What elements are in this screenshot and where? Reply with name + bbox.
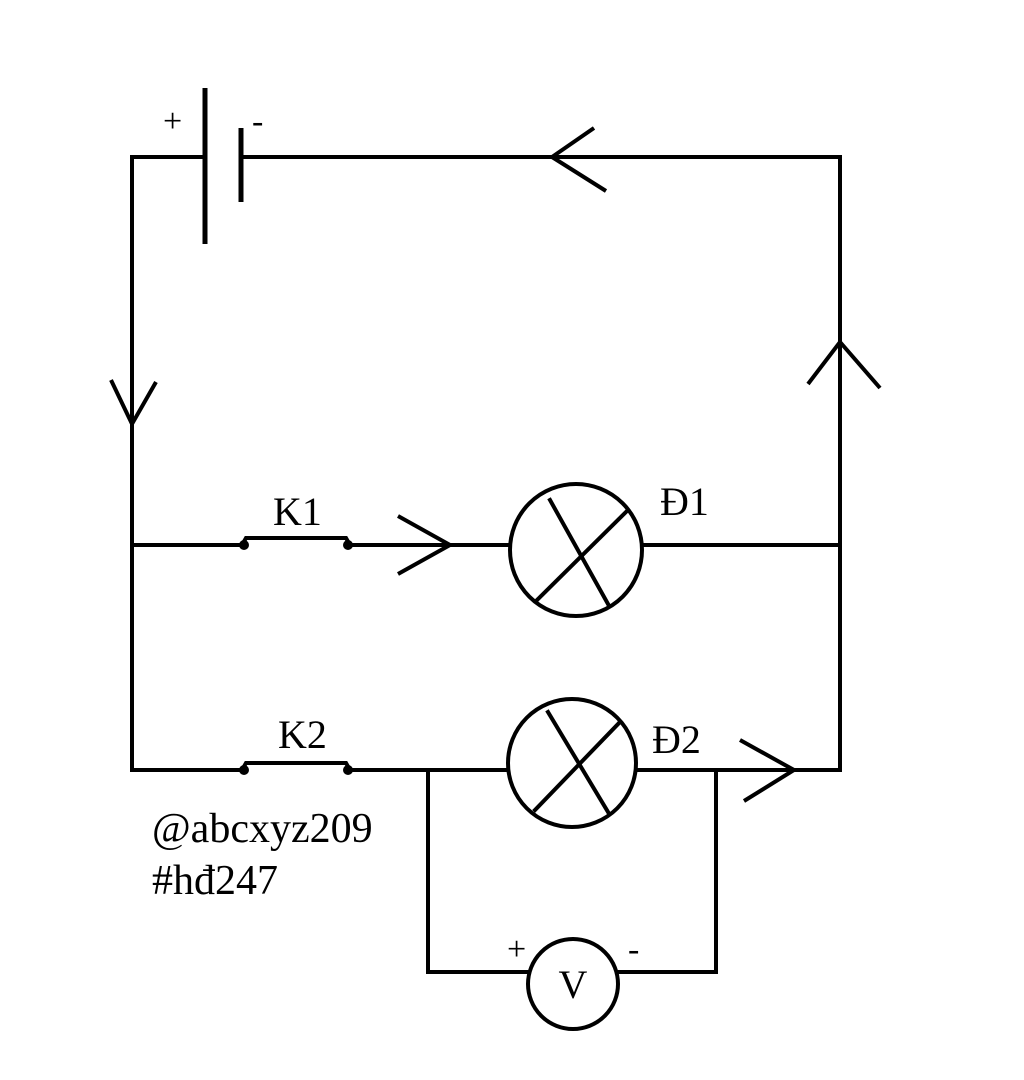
lamp-d2-body: [506, 697, 638, 829]
battery-plus-sign: +: [163, 103, 182, 140]
lamp-d2-label: Đ2: [652, 717, 701, 762]
battery: + -: [163, 88, 263, 244]
top-right-wire: [239, 155, 842, 772]
branch-1-current-arrow: [397, 514, 455, 576]
switch-k1-label: K1: [273, 489, 322, 534]
switch-k1-left-contact: [239, 540, 249, 550]
switch-k2-label: K2: [278, 712, 327, 757]
watermark-line-1: @abcxyz209: [152, 806, 373, 852]
switch-k2-left-contact: [239, 765, 249, 775]
voltmeter-body: [526, 937, 620, 1031]
lamp-d1-label: Đ1: [660, 479, 709, 524]
voltmeter: V + -: [507, 931, 639, 1031]
main-wires: [130, 155, 842, 772]
branch-2: K2 Đ2 V + -: [130, 697, 842, 1031]
lamp-d2: [506, 697, 638, 829]
voltmeter-plus-sign: +: [507, 931, 526, 968]
watermark: @abcxyz209 #hđ247: [152, 806, 373, 904]
voltmeter-label: V: [559, 962, 588, 1007]
watermark-line-2: #hđ247: [152, 858, 278, 904]
lamp-d2-cross-b: [545, 709, 611, 815]
branch-1: K1 Đ1: [130, 479, 842, 618]
left-current-arrow: [109, 379, 158, 429]
lamp-d2-cross-a: [532, 719, 623, 813]
battery-minus-sign: -: [252, 103, 263, 140]
branch-2-current-arrow: [739, 738, 798, 803]
right-current-arrow: [806, 338, 882, 390]
switch-k2: [239, 761, 353, 773]
lamp-d1: [508, 482, 644, 618]
top-current-arrow: [548, 126, 608, 193]
left-top-wire: [130, 155, 207, 772]
current-arrows: [109, 126, 882, 429]
voltmeter-minus-sign: -: [628, 931, 639, 968]
voltmeter-left-wire: [426, 768, 532, 974]
voltmeter-right-wire: [614, 768, 718, 974]
switch-k1: [239, 536, 353, 548]
lamp-d1-cross-b: [547, 497, 611, 607]
